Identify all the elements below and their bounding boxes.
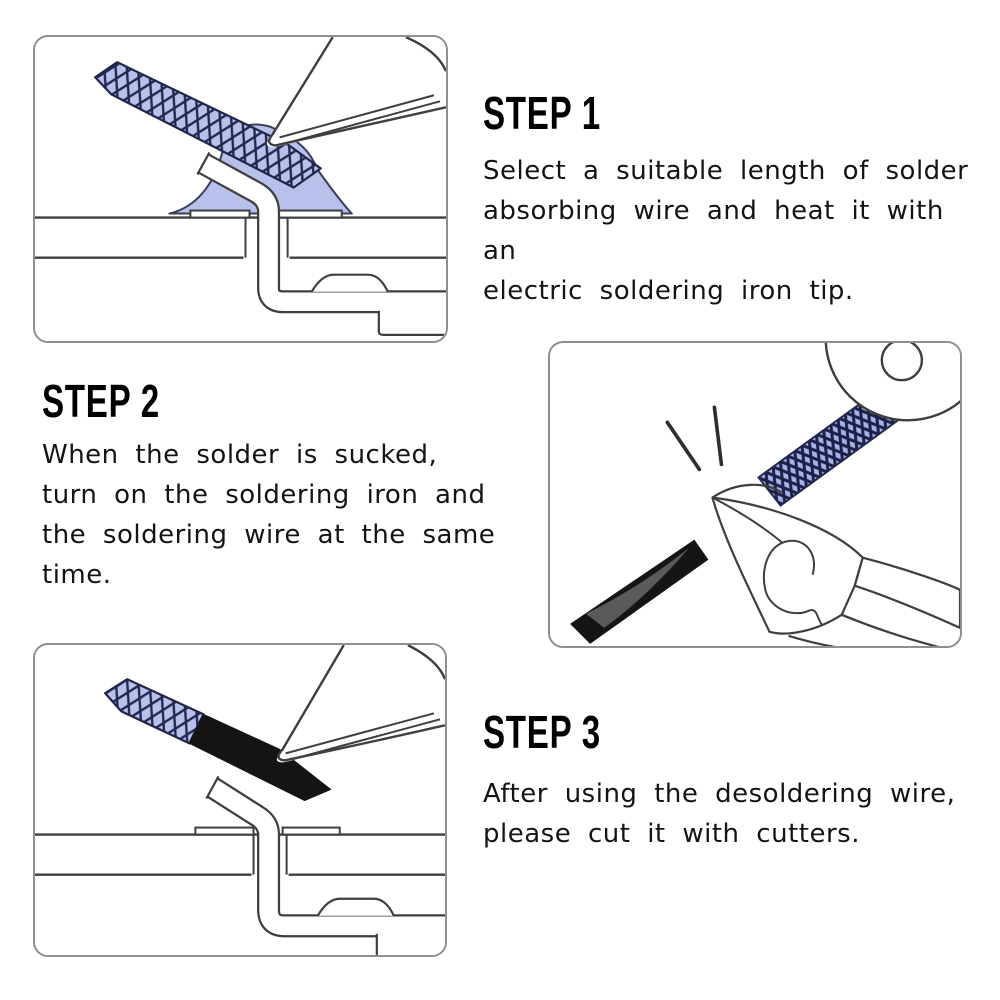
panel-step1-illustration	[33, 35, 448, 343]
step3-body: After using the desoldering wire, please…	[483, 779, 956, 849]
snip-lines	[665, 405, 724, 472]
panel-step3-illustration	[33, 643, 447, 957]
desoldering-braid	[94, 61, 322, 189]
soldering-iron-tip	[266, 37, 446, 148]
step1-heading: STEP 1	[483, 87, 601, 139]
step2-heading: STEP 2	[42, 375, 160, 427]
cut-braid-illustration	[570, 343, 960, 646]
component-lead	[205, 775, 445, 955]
braid-after-desoldering-illustration	[35, 645, 445, 955]
pcb-cross-section	[35, 826, 445, 876]
heat-braid-illustration	[35, 37, 446, 336]
wire-spool	[824, 343, 960, 422]
soldering-iron-tip	[276, 645, 445, 763]
panel-cutting-illustration	[548, 341, 962, 648]
step2-body: When the solder is sucked, turn on the s…	[42, 440, 496, 590]
pcb-cross-section	[35, 209, 446, 259]
used-braid-piece	[570, 539, 709, 644]
step1-body: Select a suitable length of solder absor…	[483, 156, 969, 306]
step3-heading: STEP 3	[483, 706, 601, 758]
component-lead	[196, 151, 446, 336]
desoldering-braid-clean-end	[104, 678, 205, 745]
diagonal-cutters	[711, 483, 960, 646]
used-braid-black-section	[188, 713, 332, 802]
